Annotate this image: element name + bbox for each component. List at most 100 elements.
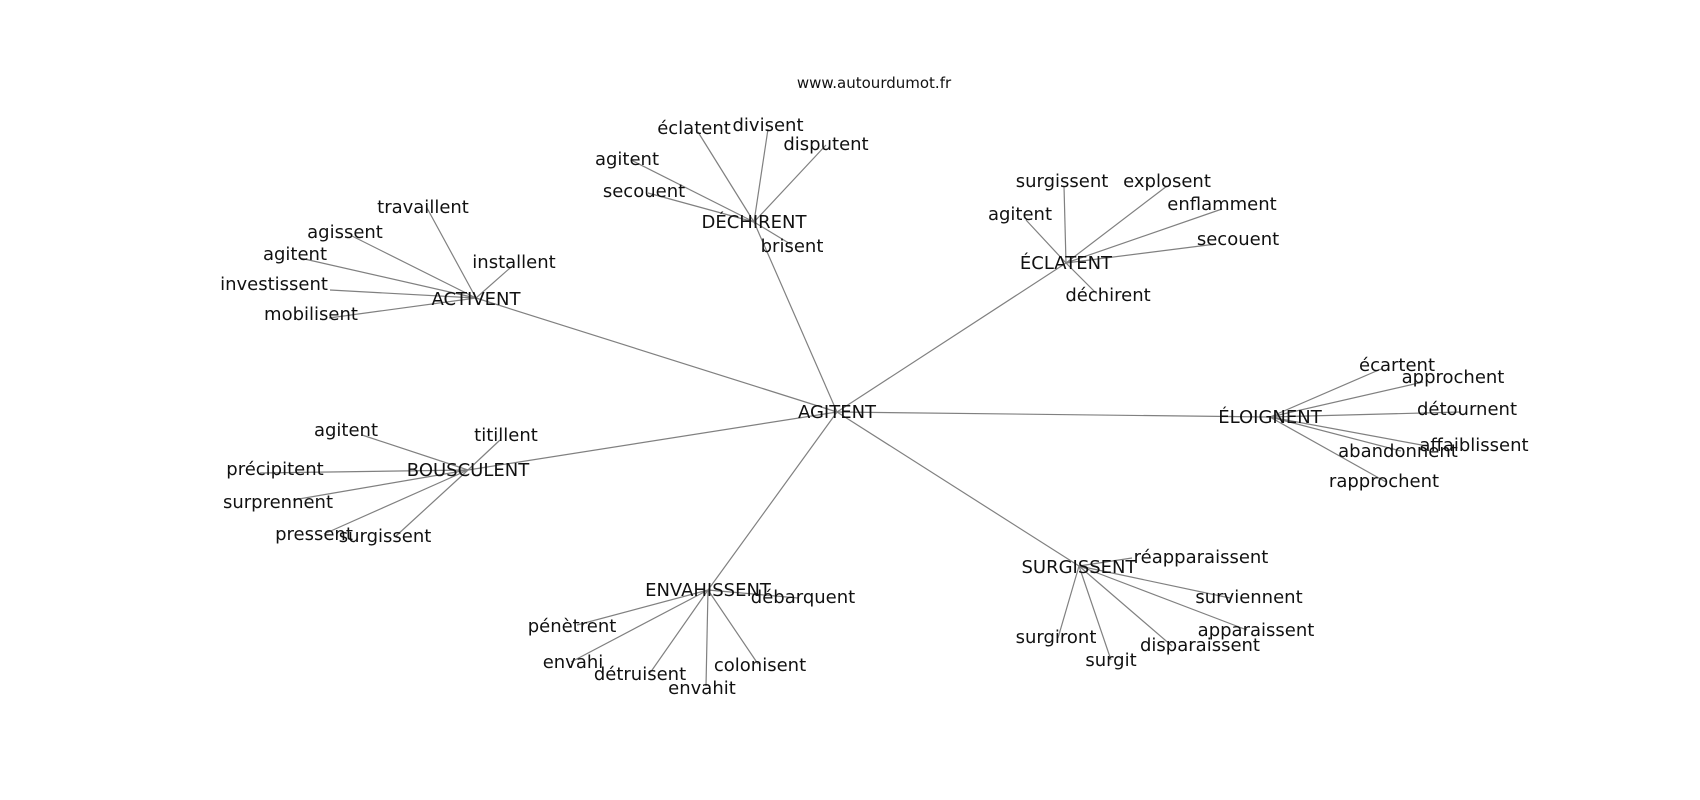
edge-eclatent-agitent [1025,219,1067,264]
edge-surgissent-disparaissent [1078,565,1173,647]
edge-activent-investissent [329,289,477,299]
leaf-node-label-investissent: investissent [220,274,328,295]
leaf-node-label-detournent: détournent [1417,399,1517,420]
hub-node-label-dechirent: DÉCHIRENT [702,211,808,233]
leaf-node-label-apparaissent: apparaissent [1198,620,1315,641]
leaf-node-label-titillent: titillent [474,425,538,446]
edge-dechirent-secouent [647,192,755,223]
hub-node-label-eclatent: ÉCLATENT [1020,252,1113,274]
hub-node-label-eloignent: ÉLOIGNENT [1218,406,1322,428]
hub-node-label-activent: ACTIVENT [431,289,521,310]
edge-center-activent [475,297,838,413]
edge-bousculent-titillent [467,439,501,471]
leaf-node-label-colonisent: colonisent [714,655,806,676]
edge-eloignent-ecartent [1269,368,1382,418]
leaf-node-label-affaiblissent: affaiblissent [1419,435,1528,456]
leaf-node-label-divisent: divisent [733,115,804,136]
edge-eclatent-surgissent [1063,185,1067,264]
leaf-node-label-secouent: secouent [1197,229,1279,250]
edge-center-envahissent [707,411,838,591]
leaf-node-label-disparaissent: disparaissent [1140,635,1260,656]
edge-envahissent-envahit [705,589,709,687]
leaf-node-label-approchent: approchent [1402,367,1505,388]
edge-envahissent-debarquent [707,589,799,599]
edge-activent-agissent [351,235,477,299]
edge-dechirent-eclatent [697,131,755,223]
edge-envahissent-penetrent [576,589,709,626]
leaf-node-label-brisent: brisent [761,236,824,257]
leaf-node-label-agissent: agissent [307,222,383,243]
leaf-node-label-ecartent: écartent [1359,355,1435,376]
edge-bousculent-agitent [361,434,469,471]
edge-surgissent-reapparaissent [1078,557,1133,567]
edge-eloignent-abandonnent [1269,416,1402,452]
edge-dechirent-brisent [753,221,793,246]
leaf-node-label-envahi: envahi [543,652,604,673]
leaf-node-label-surprennent: surprennent [223,492,333,513]
leaf-node-label-precipitent: précipitent [226,459,323,480]
edge-bousculent-precipitent [259,469,469,474]
leaf-node-label-agitent: agitent [595,149,659,170]
leaf-node-label-explosent: explosent [1123,171,1211,192]
edge-envahissent-envahi [570,589,709,663]
leaf-node-label-eclatent: éclatent [657,118,731,139]
leaf-node-label-envahit: envahit [668,678,736,699]
edge-activent-installent [475,267,511,299]
graph-edges [259,128,1462,687]
edge-surgissent-surgiront [1057,565,1080,639]
edge-activent-travaillent [426,207,477,299]
leaf-node-label-surgit: surgit [1085,650,1136,671]
hub-node-label-surgissent: SURGISSENT [1021,557,1137,578]
edge-center-bousculent [467,411,838,471]
edge-dechirent-divisent [753,128,769,223]
leaf-node-label-agitent: agitent [314,420,378,441]
leaf-node-label-pressent: pressent [275,524,353,545]
edge-eclatent-secouent [1065,243,1217,264]
leaf-node-label-mobilisent: mobilisent [264,304,358,325]
leaf-node-label-abandonnent: abandonnent [1338,441,1458,462]
edge-center-dechirent [753,221,838,413]
edge-eclatent-explosent [1065,185,1168,264]
hub-node-label-bousculent: BOUSCULENT [407,460,530,481]
leaf-node-label-penetrent: pénètrent [528,616,617,637]
edge-eloignent-detournent [1269,411,1462,418]
leaf-node-label-reapparaissent: réapparaissent [1134,547,1269,568]
edge-bousculent-pressent [323,469,469,535]
edge-center-eclatent [836,262,1067,413]
edge-eclatent-enflamment [1065,208,1223,264]
leaf-node-label-surgiront: surgiront [1016,627,1097,648]
leaf-node-label-rapprochent: rapprochent [1329,471,1439,492]
site-url-label: www.autourdumot.fr [797,74,952,92]
edge-surgissent-surviennent [1078,565,1231,599]
center-node-label: AGITENT [798,402,877,423]
hub-node-label-envahissent: ENVAHISSENT [645,580,772,601]
leaf-node-label-surgissent: surgissent [1016,171,1109,192]
leaf-node-label-agitent: agitent [988,204,1052,225]
edge-dechirent-disputent [753,144,827,223]
leaf-node-label-surgissent: surgissent [339,526,432,547]
edge-surgissent-apparaissent [1078,565,1248,631]
edge-envahissent-detruisent [649,589,709,674]
leaf-node-label-detruisent: détruisent [594,664,686,685]
leaf-node-label-dechirent: déchirent [1065,285,1150,306]
edge-eloignent-rapprochent [1269,416,1387,483]
edge-bousculent-surprennent [292,469,469,501]
edge-eloignent-affaiblissent [1269,416,1428,447]
edge-bousculent-surgissent [395,469,469,537]
leaf-node-label-surviennent: surviennent [1195,587,1302,608]
leaf-node-label-enflamment: enflamment [1167,194,1276,215]
leaf-node-label-travaillent: travaillent [377,197,469,218]
leaf-node-label-installent: installent [472,252,555,273]
edge-eclatent-dechirent [1065,262,1098,295]
edge-center-surgissent [836,411,1080,567]
leaf-node-label-agitent: agitent [263,244,327,265]
edge-activent-mobilisent [328,297,477,319]
edge-center-eloignent [836,411,1271,418]
edge-surgissent-surgit [1078,565,1112,661]
leaf-node-label-disputent: disputent [783,134,868,155]
edge-activent-agitent [299,257,477,299]
leaf-node-label-secouent: secouent [603,181,685,202]
leaf-node-label-debarquent: débarquent [751,587,855,608]
